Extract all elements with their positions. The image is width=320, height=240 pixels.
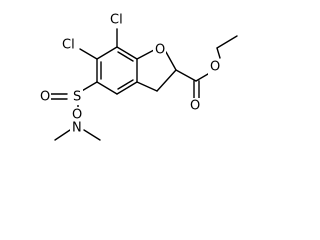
- double-bond-c3a-c4: [117, 79, 134, 90]
- bond-ch2-ch3: [216, 35, 238, 49]
- atom-cl-7: Cl: [110, 13, 123, 28]
- ethyl-ester-group: [175, 35, 238, 99]
- bond-n-me-left: [54, 129, 71, 141]
- bond-c6-cl: [79, 48, 98, 60]
- atom-o-ester: O: [210, 60, 220, 75]
- atom-labels: Cl Cl O O O S O O N: [38, 12, 221, 136]
- bond-c6-c7: [96, 46, 118, 60]
- dihydrofuran-ring: [136, 49, 177, 92]
- bond-o1-c2: [165, 51, 177, 71]
- atom-o-carbonyl: O: [190, 99, 200, 114]
- chloro-substituents: [79, 28, 118, 60]
- atom-o-sulfonyl-bottom: O: [72, 108, 82, 123]
- bond-oester-ch2: [216, 47, 221, 59]
- bond-n-me-right: [83, 129, 101, 141]
- atom-s: S: [73, 90, 81, 105]
- atom-o-ring: O: [155, 43, 165, 58]
- atom-o-sulfonyl-left: O: [40, 90, 50, 105]
- benzene-ring: [96, 46, 138, 95]
- chemical-structure-diagram: Cl Cl O O O S O O N: [38, 12, 238, 141]
- bond-c4-c5: [96, 81, 118, 95]
- bond-c7-c7a: [116, 46, 138, 60]
- atom-cl-6: Cl: [62, 38, 75, 53]
- bond-c2-c3: [156, 69, 177, 92]
- structure-canvas: Cl Cl O O O S O O N: [38, 12, 238, 141]
- atom-n: N: [72, 121, 82, 136]
- double-bond-c7-c7a: [117, 51, 134, 62]
- bond-c-oester: [195, 73, 209, 82]
- bond-c2-ccarbonyl: [175, 69, 197, 82]
- bond-c7a-o1: [136, 49, 155, 60]
- bond-c3a-c4: [116, 81, 138, 95]
- bond-c3-c3a: [136, 81, 158, 92]
